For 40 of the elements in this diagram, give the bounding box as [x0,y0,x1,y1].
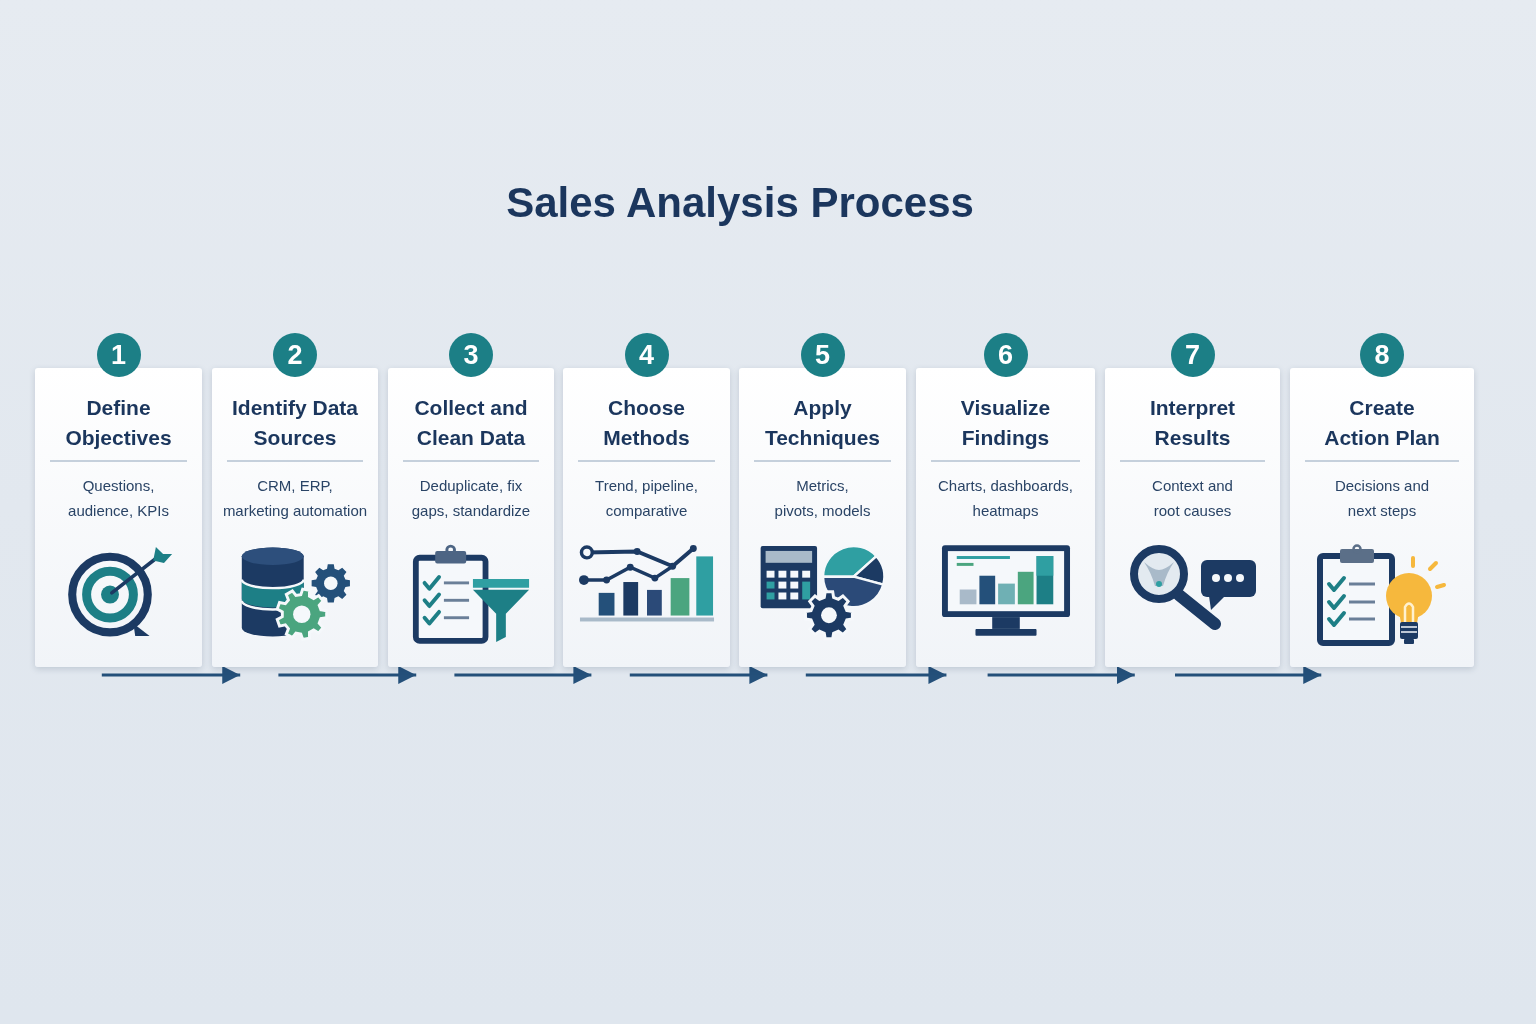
step-title: Define Objectives [64,395,173,451]
flow-arrow [101,666,241,684]
step-card [1105,368,1280,667]
flow-arrow [1175,666,1322,684]
step-card [212,368,378,667]
step-card [1290,368,1474,667]
step-card [563,368,730,667]
step-number-badge: 4 [624,333,669,377]
step-description: Trend, pipeline, comparative [594,476,699,521]
step-number-badge: 7 [1170,333,1215,377]
step-title: Choose Methods [602,395,691,451]
step-card [916,368,1095,667]
step-description: Metrics, pivots, models [773,476,872,521]
flow-arrow [629,666,768,684]
step-number-badge: 6 [983,333,1028,377]
flow-arrow [987,666,1135,684]
step-description: Decisions and next steps [1333,476,1431,521]
step-card [388,368,554,667]
step-number-badge: 1 [96,333,141,377]
step-title: Identify Data Sources [231,395,359,451]
step-number-badge: 8 [1360,333,1404,377]
flow-arrow [805,666,947,684]
step-title: Apply Techniques [763,395,882,451]
flow-arrow [454,666,592,684]
diagram-title: Sales Analysis Process [506,178,974,228]
step-title: Visualize Findings [959,395,1052,451]
step-title: Create Action Plan [1323,395,1441,451]
step-number-badge: 5 [800,333,845,377]
step-card [739,368,906,667]
step-card [35,368,202,667]
step-description: Charts, dashboards, heatmaps [936,476,1075,521]
step-description: CRM, ERP, marketing automation [222,476,368,521]
step-number-badge: 3 [449,333,493,377]
flow-arrow [278,666,417,684]
step-title: Collect and Clean Data [413,395,529,451]
step-description: Context and root causes [1151,476,1234,521]
step-number-badge: 2 [273,333,317,377]
step-description: Questions, audience, KPIs [67,476,170,521]
step-title: Interpret Results [1148,395,1237,451]
step-description: Deduplicate, fix gaps, standardize [410,476,532,521]
